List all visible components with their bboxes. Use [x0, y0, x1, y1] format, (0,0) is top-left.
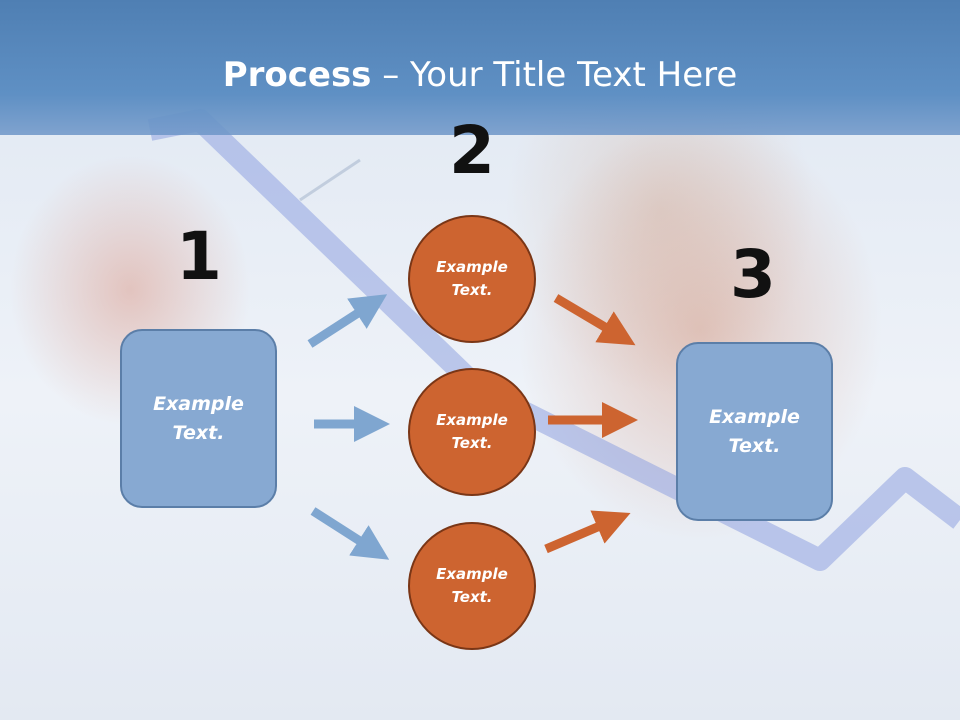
title-rest: – Your Title Text Here	[371, 55, 738, 95]
circle-bottom-label: Example Text.	[436, 565, 508, 606]
slide-title: Process – Your Title Text Here	[0, 52, 960, 98]
title-bold: Process	[222, 55, 372, 95]
step-2-circle-bottom: Example Text.	[408, 522, 536, 650]
title-bar	[0, 0, 960, 135]
step-2-number: 2	[449, 112, 495, 189]
step-3-label: Example Text.	[709, 405, 800, 457]
circle-top-label: Example Text.	[436, 258, 508, 299]
step-1-number: 1	[176, 218, 222, 295]
step-1-box: Example Text.	[120, 329, 277, 508]
arrow-1-to-top	[307, 294, 388, 348]
arrow-bottom-to-3	[544, 510, 631, 554]
step-2-circle-middle: Example Text.	[408, 368, 536, 496]
step-1-label: Example Text.	[153, 392, 244, 444]
arrow-1-to-bottom	[310, 507, 390, 560]
step-3-box: Example Text.	[676, 342, 833, 521]
step-3-number: 3	[730, 236, 776, 313]
circle-middle-label: Example Text.	[436, 411, 508, 452]
arrow-top-to-3	[553, 294, 636, 346]
step-2-circle-top: Example Text.	[408, 215, 536, 343]
